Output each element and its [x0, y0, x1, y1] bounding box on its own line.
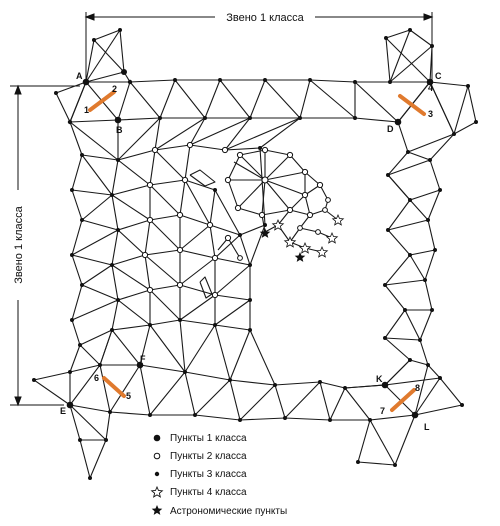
baseline-number-8: 8 [415, 383, 420, 393]
legend-symbol-class-2 [153, 452, 161, 460]
station-labels: A B C D F E K L [60, 71, 442, 432]
link-label-left: Звено 1 класса [13, 205, 25, 283]
station-label-b: B [116, 125, 123, 135]
baseline-number-2: 2 [112, 84, 117, 94]
station-label-l: L [424, 422, 430, 432]
legend: Пункты 1 класса Пункты 2 класса Пункты 3… [150, 433, 287, 517]
link-label-top: Звено 1 класса [226, 12, 304, 24]
baseline-1-2 [88, 90, 116, 112]
legend-symbol-class-3 [154, 471, 160, 477]
station-label-d: D [387, 124, 394, 134]
baseline-7-8 [390, 388, 416, 412]
network-edges [33, 29, 477, 479]
baseline-number-7: 7 [380, 406, 385, 416]
baseline-3-4 [398, 94, 426, 116]
legend-label-class-2: Пункты 2 класса [170, 451, 247, 462]
station-label-e: E [60, 406, 66, 416]
baseline-number-4: 4 [428, 83, 433, 93]
legend-label-astronomic: Астрономические пункты [170, 506, 287, 517]
astronomic-points [259, 228, 306, 262]
baseline-numbers: 2 1 3 4 6 5 7 8 [84, 83, 433, 416]
legend-symbol-class-1 [153, 434, 161, 442]
network-nodes [32, 28, 478, 480]
legend-symbol-class-4 [150, 485, 164, 498]
baseline-number-3: 3 [428, 109, 433, 119]
station-label-a: A [76, 71, 83, 81]
fourth-class-points [271, 213, 345, 258]
legend-label-class-1: Пункты 1 класса [170, 433, 247, 444]
baselines [88, 90, 426, 412]
baseline-number-6: 6 [94, 373, 99, 383]
station-label-k: K [376, 374, 383, 384]
station-label-f: F [140, 354, 146, 364]
legend-label-class-4: Пункты 4 класса [170, 487, 247, 498]
legend-symbol-astronomic [151, 505, 163, 515]
station-label-c: C [435, 71, 442, 81]
baseline-number-1: 1 [84, 105, 89, 115]
baseline-5-6 [102, 376, 126, 398]
legend-label-class-3: Пункты 3 класса [170, 469, 247, 480]
baseline-number-5: 5 [126, 391, 131, 401]
